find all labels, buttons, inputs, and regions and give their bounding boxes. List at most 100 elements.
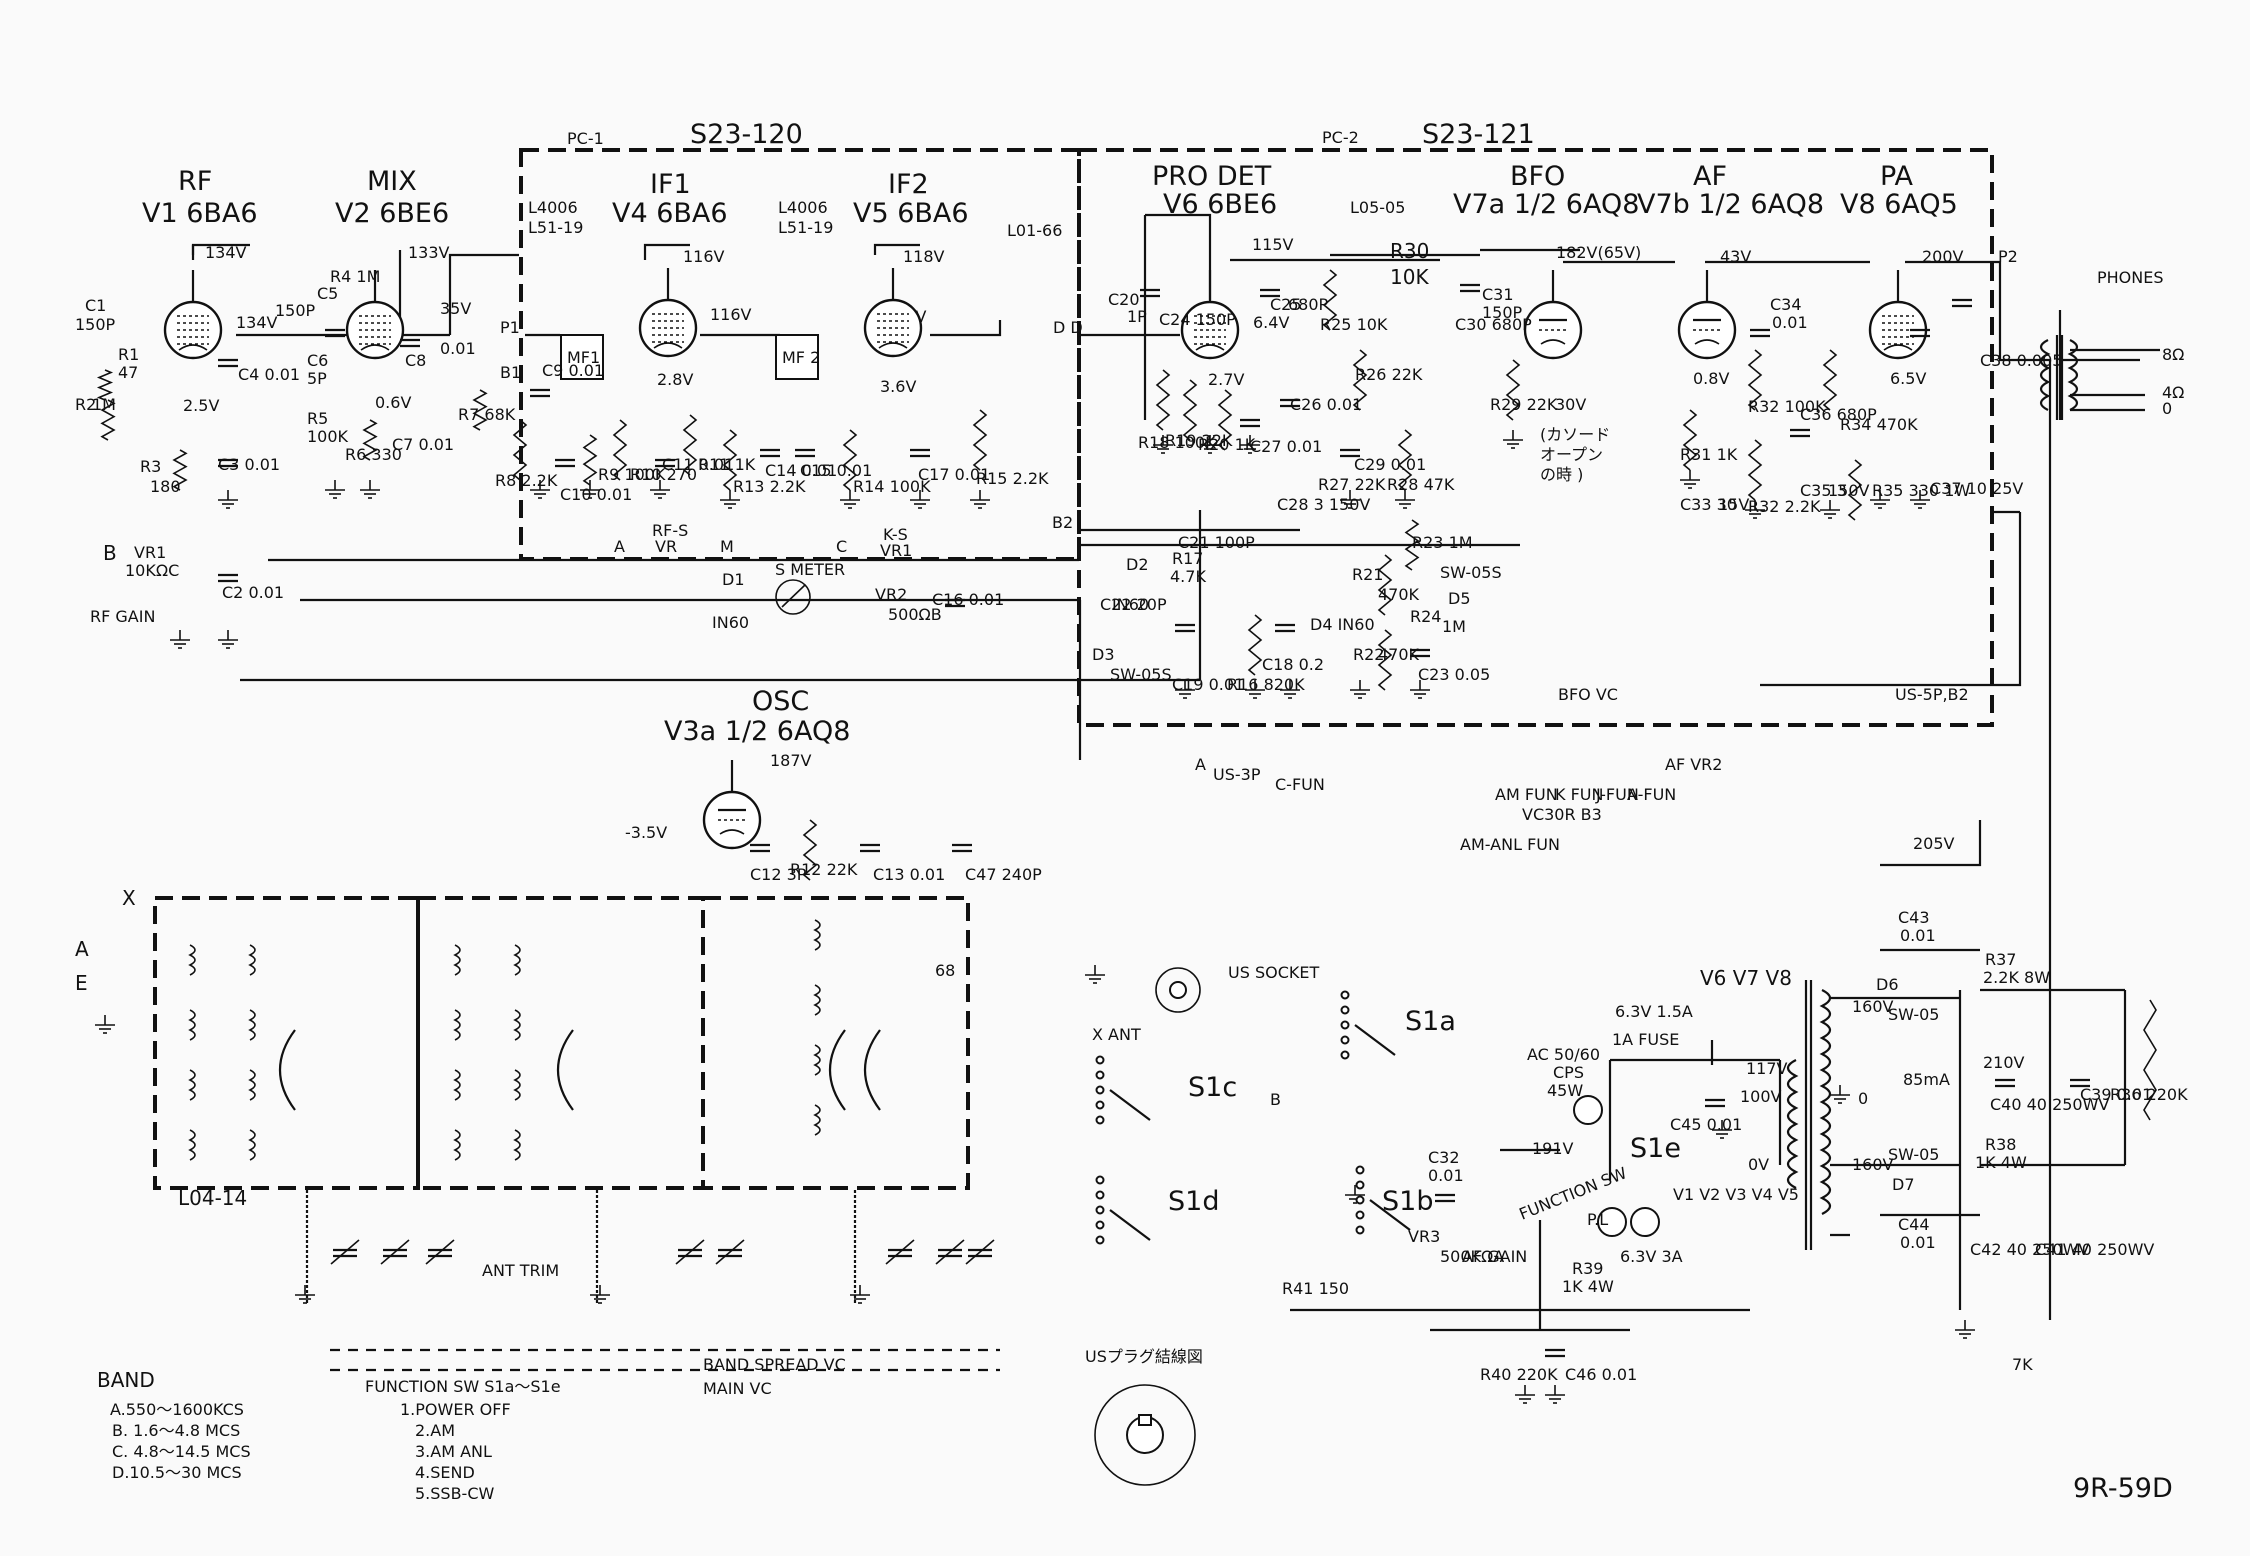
resistor-6: [582, 434, 598, 486]
c1-label: C1: [85, 296, 106, 315]
jfun-label: J-FUN: [1595, 785, 1639, 804]
c44-label: C44: [1898, 1215, 1930, 1234]
afvr2-label: AF VR2: [1665, 755, 1722, 774]
vacuum-tubes: [163, 268, 1928, 850]
s1d-label: S1d: [1168, 1186, 1219, 1217]
v133-label: 133V: [408, 243, 450, 262]
r38-value: 1K 4W: [1975, 1153, 2027, 1172]
capacitor-24: [945, 598, 965, 608]
resistor-23: [1847, 459, 1863, 521]
ground-15: [1340, 490, 1360, 509]
c10-label: C10 0.01: [560, 485, 632, 504]
c19-label: C19 0.01: [1172, 675, 1244, 694]
resistor-11: [972, 409, 988, 471]
v200-label: 200V: [1922, 247, 1964, 266]
function-item-3: 3.AM ANL: [415, 1442, 492, 1461]
r26-label: R26 22K: [1355, 365, 1423, 384]
ac-label: AC 50/60: [1527, 1045, 1600, 1064]
band-coil-packs: [188, 919, 881, 1161]
ground-29: [1085, 965, 1105, 984]
r40-label: R40 220K: [1480, 1365, 1558, 1384]
coil-6: [188, 1129, 196, 1161]
v35-label: 35V: [440, 299, 471, 318]
ground-16: [1395, 490, 1415, 509]
c37-label: C37 10 25V: [1930, 479, 2023, 498]
r21-label: R21: [1352, 565, 1383, 584]
cfun-label: C-FUN: [1275, 775, 1325, 794]
osc-tube-label: V3a 1/2 6AQ8: [664, 716, 850, 747]
ground-13: [1200, 435, 1220, 454]
r13-label: R13 2.2K: [733, 477, 806, 496]
ground-35: [1345, 1185, 1365, 1204]
r32-label: R32 2.2K: [1748, 497, 1821, 516]
pa-title: PA: [1880, 161, 1914, 192]
ohm0-label: 0: [2162, 399, 2172, 418]
if2-tube-label: V5 6BA6: [853, 198, 969, 229]
r14-label: R14 100K: [853, 477, 931, 496]
resistor-27: [1404, 519, 1420, 571]
v116b-label: 116V: [710, 305, 752, 324]
v187-label: 187V: [770, 751, 812, 770]
d3-value: SW-05S: [1110, 665, 1172, 684]
s1b-rotary: [1355, 1165, 1411, 1235]
v30-label: 30V: [1555, 395, 1586, 414]
v43-label: 43V: [1720, 247, 1751, 266]
us3p-label: US-3P: [1213, 765, 1261, 784]
c42-label: C42 40 250WV: [1970, 1240, 2089, 1259]
ground-7: [650, 480, 670, 499]
coil-2: [188, 1009, 196, 1041]
v205-label: 205V: [1913, 834, 1955, 853]
resistor-2: [172, 449, 188, 491]
resistor-25: [1377, 554, 1393, 616]
resistor-14: [1217, 389, 1233, 451]
ground-25: [1280, 680, 1300, 699]
v25-label: 2.5V: [183, 396, 219, 415]
us-plug-label: USプラグ結線図: [1085, 1347, 1203, 1366]
r17-label: R17: [1172, 549, 1203, 568]
r15-label: R15 2.2K: [976, 469, 1049, 488]
ground-23: [1245, 680, 1265, 699]
rf-title: RF: [178, 166, 212, 197]
af-tube-label: V7b 1/2 6AQ8: [1637, 189, 1824, 220]
ground-22: [1910, 490, 1930, 509]
coil-5: [248, 1069, 256, 1101]
v191-label: 191V: [1532, 1139, 1574, 1158]
c33-value: 15V: [1718, 495, 1749, 514]
if1-tube: [638, 268, 698, 358]
svg-text:MF1: MF1: [567, 348, 600, 367]
resistor-17: [1397, 429, 1413, 491]
bfo-title: BFO: [1510, 161, 1565, 192]
p2-label: P2: [1998, 247, 2018, 266]
c22-label: C22 20P: [1100, 595, 1167, 614]
capacitor-0: [218, 358, 238, 368]
sw05b-label: SW-05: [1888, 1145, 1939, 1164]
vr3-label: VR3: [1408, 1227, 1440, 1246]
capacitor-3: [325, 328, 345, 338]
a-us3p-label: A: [1195, 755, 1206, 774]
ground-31: [1545, 1385, 1565, 1404]
r23-label: R23 1M: [1412, 533, 1473, 552]
function-item-1: 1.POWER OFF: [400, 1400, 511, 1419]
resistor-0: [96, 369, 114, 401]
variable-cap-4: [715, 1239, 745, 1265]
capacitor-21: [1175, 623, 1195, 633]
coil-17: [813, 984, 821, 1016]
afun-label: A-FUN: [1627, 785, 1676, 804]
left-b-label: B: [103, 541, 117, 565]
resistor-13: [1182, 379, 1198, 441]
r2-label: R2: [75, 395, 96, 414]
coil-13: [513, 1069, 521, 1101]
vc30r-label: VC30R B3: [1522, 805, 1602, 824]
d1-label: D1: [722, 570, 745, 589]
c14-label: C14 0.01: [765, 461, 837, 480]
r32b-label: R32 100K: [1748, 397, 1826, 416]
capacitor-32: [2070, 1078, 2090, 1088]
c12-label: C12 3P: [750, 865, 807, 884]
ant-trim-label: ANT TRIM: [482, 1261, 559, 1280]
capacitor-15: [1340, 448, 1360, 458]
us-plug-diagram: [1094, 1384, 1196, 1486]
fuse-label: 1A FUSE: [1612, 1030, 1679, 1049]
osc-title: OSC: [752, 686, 809, 717]
